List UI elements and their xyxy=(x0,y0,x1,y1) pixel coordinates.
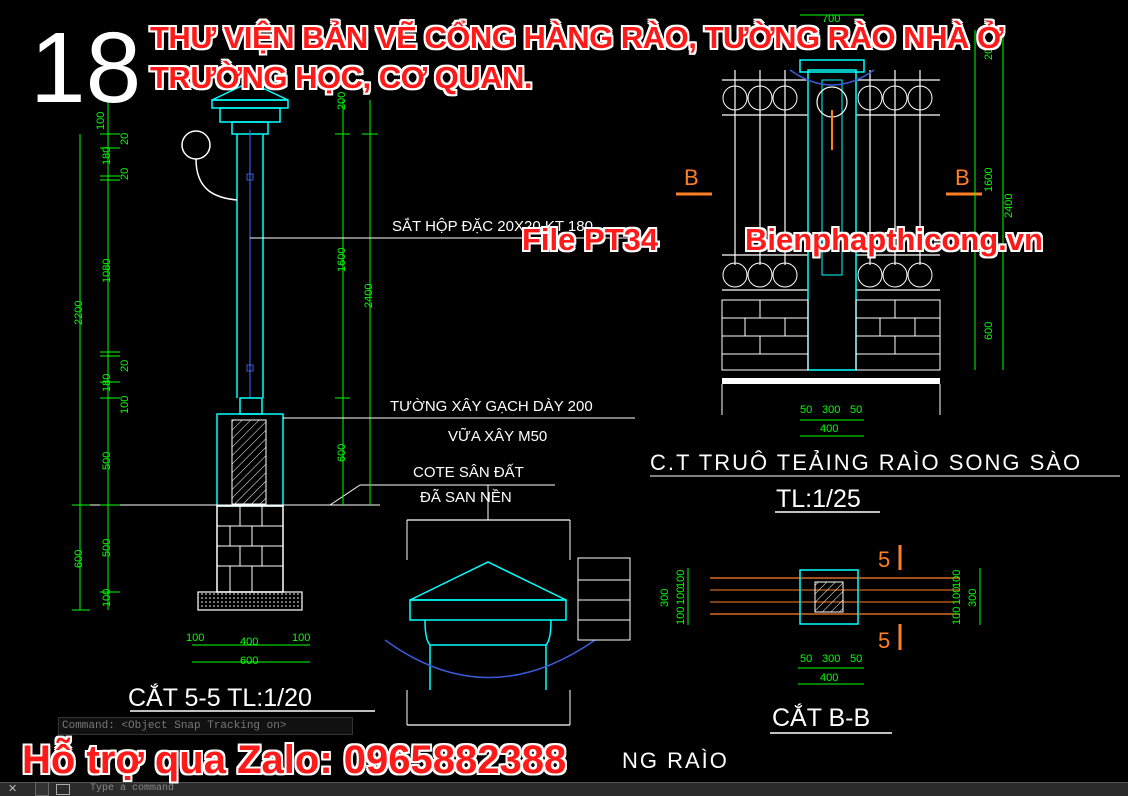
bb-dim-right-300: 300 xyxy=(967,589,979,607)
section-bb-title: CẮT B-B xyxy=(772,702,870,732)
zalo-support-label: Hỗ trợ qua Zalo: 0965882388 xyxy=(22,738,567,782)
overlay-title-line1: THƯ VIỆN BẢN VẼ CỔNG HÀNG RÀO, TƯỜNG RÀO… xyxy=(150,20,1003,55)
fence-dim-400: 400 xyxy=(820,423,838,435)
fence-elevation-view xyxy=(650,14,1120,513)
fence-view-scale: TL:1/25 xyxy=(776,485,861,513)
dim-left-500-a: 500 xyxy=(101,452,113,470)
label-mortar: VỮA XÂY M50 xyxy=(448,428,547,445)
customize-icon[interactable] xyxy=(35,782,49,796)
dim-top-375: 375 xyxy=(228,66,246,78)
dim-bottom-400: 400 xyxy=(240,636,258,648)
bb-dim-300: 300 xyxy=(822,653,840,665)
dim-bottom-600: 600 xyxy=(240,655,258,667)
fence-dim-600: 600 xyxy=(983,322,995,340)
section-marker-b-left: B xyxy=(684,165,699,190)
bb-dim-right-100-a: 100 xyxy=(951,570,963,588)
dim-right-600: 600 xyxy=(336,444,348,462)
dim-right-200: 200 xyxy=(336,92,348,110)
dim-right-1600: 1600 xyxy=(336,248,348,272)
command-bar xyxy=(0,782,1128,796)
dim-right-2400: 2400 xyxy=(363,284,375,308)
label-ground-2: ĐÃ SAN NỀN xyxy=(420,489,512,506)
dim-left-180-top: 180 xyxy=(101,147,113,165)
command-history: Command: <Object Snap Tracking on> xyxy=(58,717,353,735)
dim-left-100-top: 100 xyxy=(95,112,107,130)
dim-left-20-a: 20 xyxy=(119,133,131,145)
fence-view-title: C.T TRUÔ TEẢING RAÌO SONG SÀO xyxy=(650,450,1082,475)
section-bb-view xyxy=(687,545,981,734)
label-ground-1: COTE SÂN ĐẤT xyxy=(413,464,524,481)
label-brick-wall: TƯỜNG XÂY GẠCH DÀY 200 xyxy=(390,398,593,415)
dim-left-180-bottom: 180 xyxy=(101,374,113,392)
dim-left-500-b: 500 xyxy=(101,539,113,557)
dim-bottom-100-r: 100 xyxy=(292,632,310,644)
dim-left-100-mid: 100 xyxy=(119,396,131,414)
dim-left-600: 600 xyxy=(73,550,85,568)
bb-dim-left-300: 300 xyxy=(659,589,671,607)
bb-dim-left-100-b: 100 xyxy=(675,587,687,605)
bb-dim-left-100-c: 100 xyxy=(675,607,687,625)
command-input[interactable]: Type a command xyxy=(90,783,175,794)
fence-dim-300: 300 xyxy=(822,404,840,416)
cap-detail-view xyxy=(384,485,631,726)
overlay-number: 18 xyxy=(30,12,142,124)
section-5-5-view xyxy=(72,81,640,663)
bb-dim-50-r: 50 xyxy=(850,653,862,665)
section-5-5-title: CẮT 5-5 TL:1/20 xyxy=(128,682,312,712)
dim-left-20-b: 20 xyxy=(119,168,131,180)
fence-dim-2400: 2400 xyxy=(1003,194,1015,218)
overlay-title: THƯ VIỆN BẢN VẼ CỔNG HÀNG RÀO, TƯỜNG RÀO… xyxy=(150,18,1003,98)
dim-left-2200: 2200 xyxy=(73,301,85,325)
command-window-icon[interactable] xyxy=(56,784,70,795)
fence-dim-1600: 1600 xyxy=(983,168,995,192)
bb-dim-left-100-a: 100 xyxy=(675,570,687,588)
section-marker-b-right: B xyxy=(955,165,970,190)
cap-view-title: NG RAÌO xyxy=(622,748,729,773)
section-marker-5-top: 5 xyxy=(878,547,890,572)
fence-dim-50-r: 50 xyxy=(850,404,862,416)
fence-dim-50-l: 50 xyxy=(800,404,812,416)
bb-dim-right-100-c: 100 xyxy=(951,607,963,625)
bb-dim-right-100-b: 100 xyxy=(951,587,963,605)
close-icon[interactable]: ✕ xyxy=(8,783,18,795)
dim-left-1080: 1080 xyxy=(101,259,113,283)
bb-dim-50-l: 50 xyxy=(800,653,812,665)
section-marker-5-bottom: 5 xyxy=(878,628,890,653)
fence-dim-top-700: 700 xyxy=(822,13,840,25)
fence-dim-200: 200 xyxy=(983,42,995,60)
overlay-title-line2: TRƯỜNG HỌC, CƠ QUAN. xyxy=(150,60,533,95)
file-label: File PT34 xyxy=(522,222,659,257)
bb-dim-400: 400 xyxy=(820,672,838,684)
dim-left-100-bottom: 100 xyxy=(101,589,113,607)
label-steel-bar: SẮT HỘP ĐẶC 20X20 KT 180 xyxy=(392,217,593,235)
dim-left-20-c: 20 xyxy=(119,360,131,372)
site-label: Bienphapthicong.vn xyxy=(745,222,1043,257)
dim-bottom-100-l: 100 xyxy=(186,632,204,644)
